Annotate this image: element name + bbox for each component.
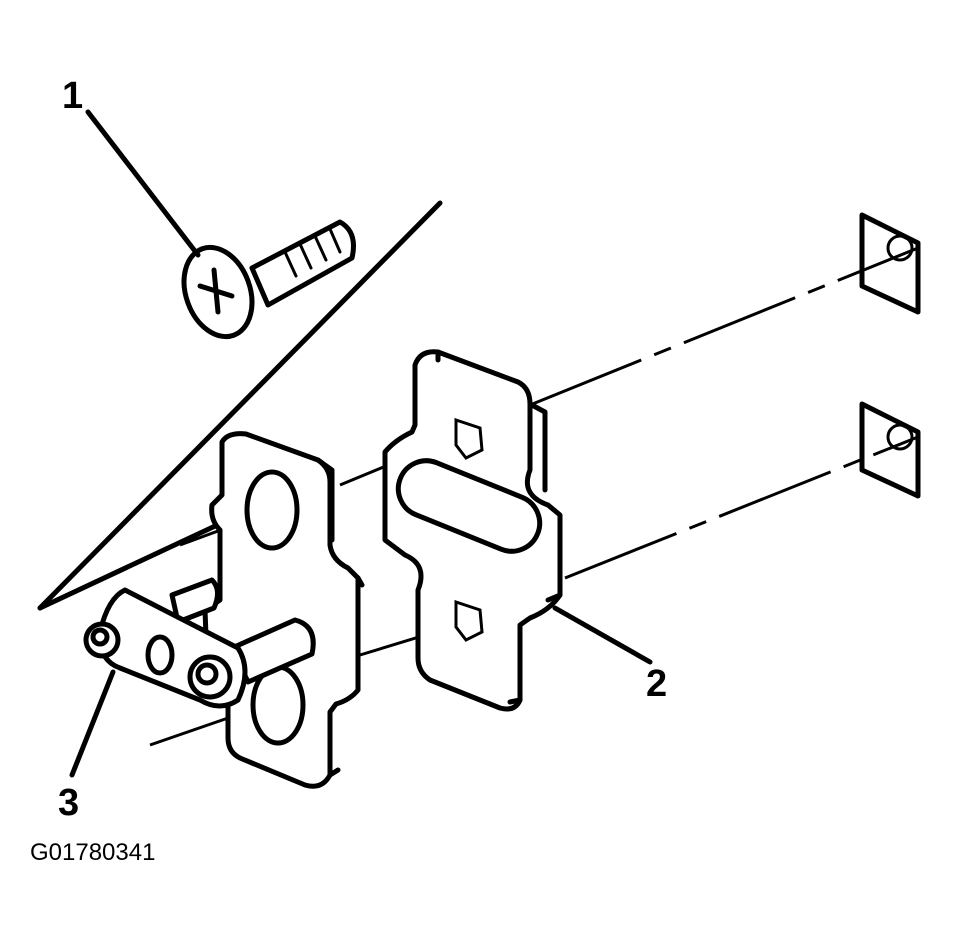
callout-2: 2 <box>646 663 667 705</box>
screw-detail-wedge <box>37 200 443 611</box>
leader-lines <box>69 109 653 778</box>
hinge-link <box>83 577 316 709</box>
screw <box>181 219 356 340</box>
callout-1: 1 <box>62 75 83 117</box>
hinge-plate <box>202 431 365 789</box>
callout-3: 3 <box>58 782 79 824</box>
body-mount-pad-upper <box>859 212 921 315</box>
figure-code: G01780341 <box>30 839 155 866</box>
body-mount-pad-lower <box>859 401 921 499</box>
shim <box>382 349 563 712</box>
